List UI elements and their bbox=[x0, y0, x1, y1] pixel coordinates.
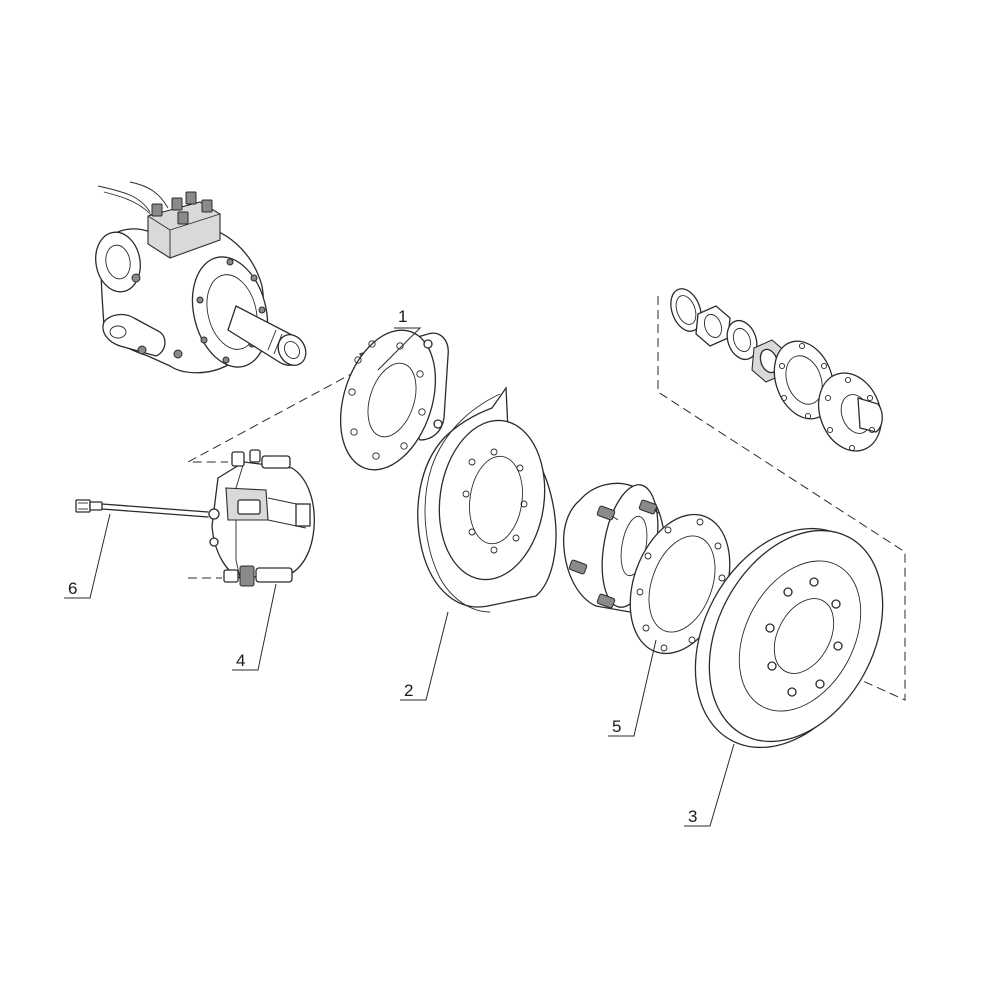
callout-labels: 1 2 3 4 5 6 bbox=[68, 307, 697, 826]
callout-leaders bbox=[64, 327, 735, 827]
callout-6: 6 bbox=[68, 579, 77, 598]
callout-4: 4 bbox=[236, 651, 245, 670]
assembly-guide-lines bbox=[187, 296, 906, 701]
bearing-nut-set bbox=[670, 288, 883, 452]
callout-3: 3 bbox=[688, 807, 697, 826]
part-6-brake-hose bbox=[75, 499, 209, 518]
steering-knuckle bbox=[95, 181, 307, 374]
part-3-brake-rotor bbox=[694, 527, 884, 749]
part-1-backing-plate bbox=[339, 329, 449, 471]
callout-5: 5 bbox=[612, 717, 621, 736]
mount-bolts bbox=[151, 191, 213, 225]
callout-1: 1 bbox=[398, 307, 407, 326]
callout-2: 2 bbox=[404, 681, 413, 700]
part-4-brake-caliper bbox=[208, 449, 315, 587]
part-2-disc-shield bbox=[417, 386, 557, 613]
